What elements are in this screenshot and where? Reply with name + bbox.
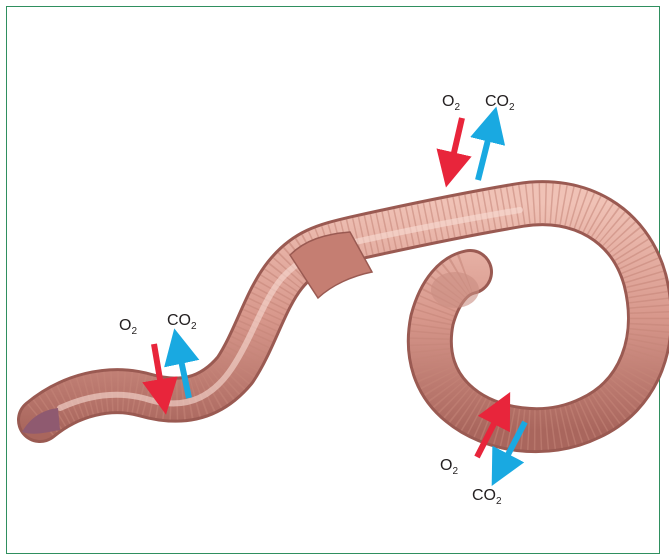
co2-label-bottom: CO2 bbox=[472, 487, 502, 507]
gas-exchange-top: O2 CO2 bbox=[442, 93, 515, 180]
co2-out-arrow-top bbox=[478, 124, 492, 180]
o2-label-left: O2 bbox=[119, 317, 137, 337]
oxygen-in-arrow-top bbox=[450, 118, 462, 170]
co2-label-left: CO2 bbox=[167, 312, 197, 332]
earthworm bbox=[22, 203, 650, 434]
o2-label-bottom: O2 bbox=[440, 457, 458, 477]
o2-label-top: O2 bbox=[442, 93, 460, 113]
co2-label-top: CO2 bbox=[485, 93, 515, 113]
